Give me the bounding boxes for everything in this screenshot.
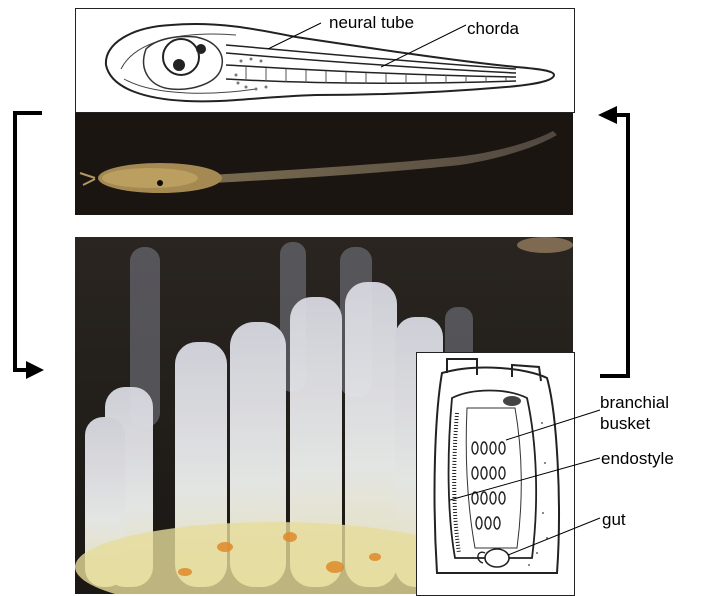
- label-endostyle: endostyle: [601, 449, 674, 469]
- left-cycle-arrow: [15, 113, 42, 370]
- right-cycle-arrow: [600, 115, 628, 376]
- larva-photo: [75, 113, 573, 215]
- label-branchial-basket: branchial busket: [600, 392, 669, 434]
- adult-anatomy-drawing: [417, 353, 574, 595]
- left-arrowhead-icon: [26, 361, 44, 379]
- adult-anatomy-inset: [416, 352, 575, 596]
- label-chorda: chorda: [467, 19, 519, 39]
- right-arrowhead-icon: [598, 106, 617, 124]
- larva-diagram-panel: neural tube chorda: [75, 8, 575, 113]
- label-gut: gut: [602, 510, 626, 530]
- larva-photo-image: [75, 113, 573, 215]
- label-neural-tube: neural tube: [329, 13, 414, 33]
